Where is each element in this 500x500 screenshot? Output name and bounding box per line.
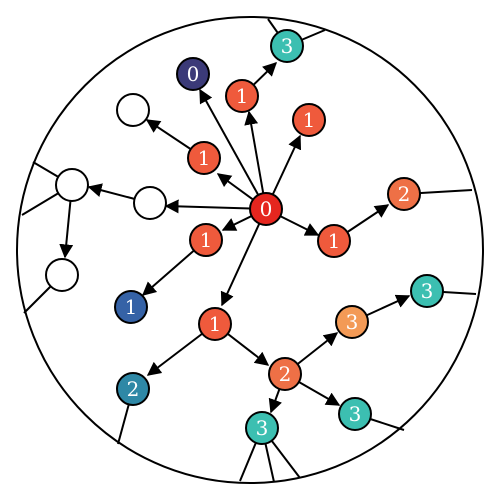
node-label: 3: [346, 310, 359, 334]
node-up-3: 3: [270, 29, 304, 63]
node-mid-2: 2: [268, 357, 302, 391]
node-empty: [45, 258, 79, 292]
node-right-1: 1: [317, 224, 351, 258]
node-label: 3: [349, 402, 362, 426]
node-circle: [317, 224, 351, 258]
node-left-1: 1: [189, 223, 223, 257]
node-label: 1: [125, 295, 138, 319]
node-teal-3-bottom: 3: [245, 411, 279, 445]
edge-arrow: [199, 88, 267, 210]
node-label: 0: [260, 197, 273, 221]
node-label: 2: [279, 362, 292, 386]
node-orange-3: 3: [335, 305, 369, 339]
node-label: 0: [187, 62, 200, 86]
node-label: 1: [198, 146, 211, 170]
node-label: 3: [281, 34, 294, 58]
node-up-1: 1: [225, 79, 259, 113]
node-left-up-1: 1: [187, 141, 221, 175]
node-circle: [198, 307, 232, 341]
node-empty: [116, 93, 150, 127]
node-label: 1: [236, 84, 249, 108]
node-label: 2: [127, 377, 140, 401]
node-circle: [116, 93, 150, 127]
node-right-2: 2: [387, 177, 421, 211]
node-circle: [225, 79, 259, 113]
node-circle: [338, 397, 372, 431]
node-circle: [268, 357, 302, 391]
node-empty: [133, 186, 167, 220]
node-blue-1: 1: [114, 290, 148, 324]
node-lower-1: 1: [198, 307, 232, 341]
node-circle: [114, 290, 148, 324]
node-circle: [292, 103, 326, 137]
node-teal-3-low: 3: [338, 397, 372, 431]
node-teal-3-right: 3: [410, 274, 444, 308]
node-circle: [270, 29, 304, 63]
node-label: 3: [256, 416, 269, 440]
nodes: 0 1 3 0 1 1: [45, 29, 444, 445]
node-circle: [249, 192, 283, 226]
node-circle: [387, 177, 421, 211]
node-top-0: 0: [176, 57, 210, 91]
node-empty: [55, 168, 89, 202]
node-circle: [187, 141, 221, 175]
node-label: 3: [421, 279, 434, 303]
node-circle: [245, 411, 279, 445]
node-circle: [55, 168, 89, 202]
boundary-circle: [16, 16, 484, 484]
node-circle: [189, 223, 223, 257]
node-label: 1: [303, 108, 316, 132]
node-circle: [133, 186, 167, 220]
node-circle: [335, 305, 369, 339]
node-circle: [45, 258, 79, 292]
node-label: 1: [200, 228, 213, 252]
node-root: 0: [249, 192, 283, 226]
node-label: 1: [328, 229, 341, 253]
node-circle: [410, 274, 444, 308]
node-label: 2: [398, 182, 411, 206]
node-right-up-1: 1: [292, 103, 326, 137]
edge-arrow: [220, 208, 267, 307]
node-teal-2: 2: [116, 372, 150, 406]
node-circle: [116, 372, 150, 406]
node-label: 1: [209, 312, 222, 336]
node-circle: [176, 57, 210, 91]
edges: [59, 62, 411, 414]
